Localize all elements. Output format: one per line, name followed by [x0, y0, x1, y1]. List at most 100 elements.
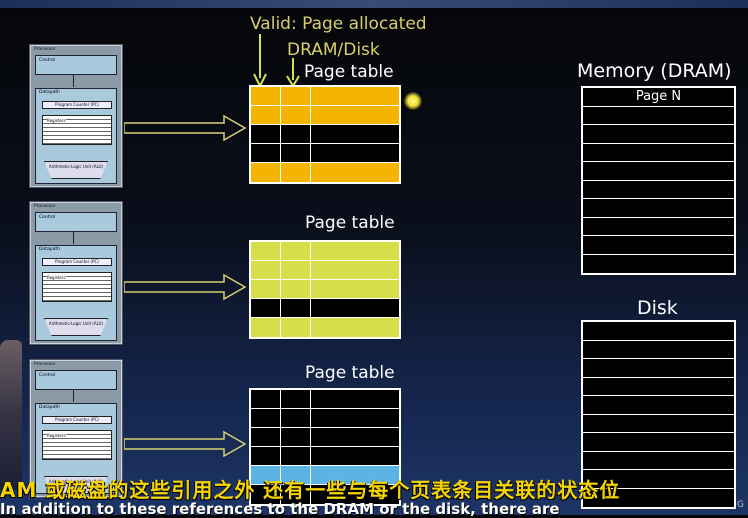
registers-label: Registers: [47, 433, 66, 438]
page-table-cell: [311, 409, 399, 427]
page-table-entry: [251, 428, 399, 447]
page-table-cell: [311, 242, 399, 260]
page-table-cell: [311, 280, 399, 298]
control-unit: Control: [35, 370, 117, 390]
page-table-cell: [281, 466, 311, 484]
page-table-cell: [311, 466, 399, 484]
page-table-cell: [281, 318, 311, 337]
disk-row: [583, 452, 734, 470]
page-table-cell: [251, 242, 281, 260]
control-label: Control: [39, 373, 56, 378]
page-table-cell: [251, 409, 281, 427]
disk-row: [583, 341, 734, 359]
page-table-cell: [311, 428, 399, 446]
memory-row: [583, 218, 734, 236]
page-table-entry: [251, 125, 399, 144]
processor-title: Processor: [34, 204, 56, 209]
page-table-cell: [251, 299, 281, 317]
program-counter: Program Counter (PC): [42, 416, 112, 424]
page-table-3: [249, 388, 401, 506]
page-table-entry: [251, 242, 399, 261]
page-table-cell: [311, 106, 399, 124]
page-table-cell: [281, 87, 311, 105]
page-table-entry: [251, 87, 399, 106]
channel-logo: G: [737, 500, 744, 510]
page-table-cell: [251, 485, 281, 504]
page-table-cell: [281, 242, 311, 260]
page-table-cell: [251, 447, 281, 465]
alu: Arithmetic-Logic Unit (ALU): [44, 318, 108, 336]
page-table-1: [249, 85, 401, 184]
processor-title: Processor: [34, 362, 56, 367]
page-table-entry: [251, 390, 399, 409]
memory-row: [583, 236, 734, 255]
processor-title: Processor: [34, 47, 56, 52]
disk-row: [583, 415, 734, 433]
page-table-cell: [311, 390, 399, 408]
connector: [73, 389, 74, 402]
page-table-entry: [251, 485, 399, 504]
disk-row: [583, 470, 734, 489]
page-table-label-3: Page table: [305, 363, 395, 383]
page-table-cell: [251, 163, 281, 182]
datapath-label: Datapath: [39, 90, 60, 95]
subtitle-english: In addition to these references to the D…: [0, 500, 560, 518]
memory-row: [583, 162, 734, 181]
memory-label: Memory (DRAM): [577, 60, 732, 82]
page-table-entry: [251, 447, 399, 466]
page-table-cell: [281, 144, 311, 162]
registers: Registers: [42, 430, 112, 460]
registers: Registers: [42, 115, 112, 145]
page-table-cell: [251, 144, 281, 162]
page-table-cell: [251, 428, 281, 446]
page-table-cell: [251, 280, 281, 298]
speaker-video: [0, 340, 22, 490]
page-table-entry: [251, 409, 399, 428]
page-table-cell: [281, 163, 311, 182]
page-table-entry: [251, 163, 399, 182]
alu: Arithmetic-Logic Unit (ALU): [44, 161, 108, 179]
program-counter: Program Counter (PC): [42, 258, 112, 266]
disk-row: [583, 433, 734, 452]
page-table-cell: [281, 106, 311, 124]
registers: Registers: [42, 272, 112, 302]
arrow-3: [124, 430, 247, 458]
arrow-1: [124, 114, 247, 142]
page-table-cell: [281, 280, 311, 298]
dram-disk-annotation: DRAM/Disk: [287, 40, 380, 60]
memory-row: [583, 125, 734, 144]
disk-row: [583, 359, 734, 378]
control-label: Control: [39, 215, 56, 220]
memory-row: [583, 144, 734, 162]
control-unit: Control: [35, 55, 117, 75]
control-unit: Control: [35, 212, 117, 232]
page-table-cell: [281, 299, 311, 317]
memory-row: [583, 199, 734, 218]
registers-label: Registers: [47, 118, 66, 123]
page-table-cell: [281, 485, 311, 504]
registers-label: Registers: [47, 275, 66, 280]
disk-label: Disk: [637, 297, 678, 319]
page-table-cell: [311, 261, 399, 279]
page-table-cell: [281, 261, 311, 279]
page-table-cell: [251, 106, 281, 124]
page-table-cell: [311, 144, 399, 162]
valid-pointer-arrow: [253, 34, 267, 88]
page-table-label-2: Page table: [305, 213, 395, 233]
page-table-cell: [251, 466, 281, 484]
subtitle-chinese: AM 或磁盘的这些引用之外 还有一些与每个页表条目关联的状态位: [0, 478, 621, 502]
connector: [73, 231, 74, 244]
memory-dram-block: Page N: [581, 86, 736, 275]
page-table-cell: [281, 447, 311, 465]
page-table-cell: [251, 390, 281, 408]
page-table-entry: [251, 299, 399, 318]
page-table-entry: [251, 144, 399, 163]
disk-row: [583, 378, 734, 396]
page-table-cell: [281, 428, 311, 446]
